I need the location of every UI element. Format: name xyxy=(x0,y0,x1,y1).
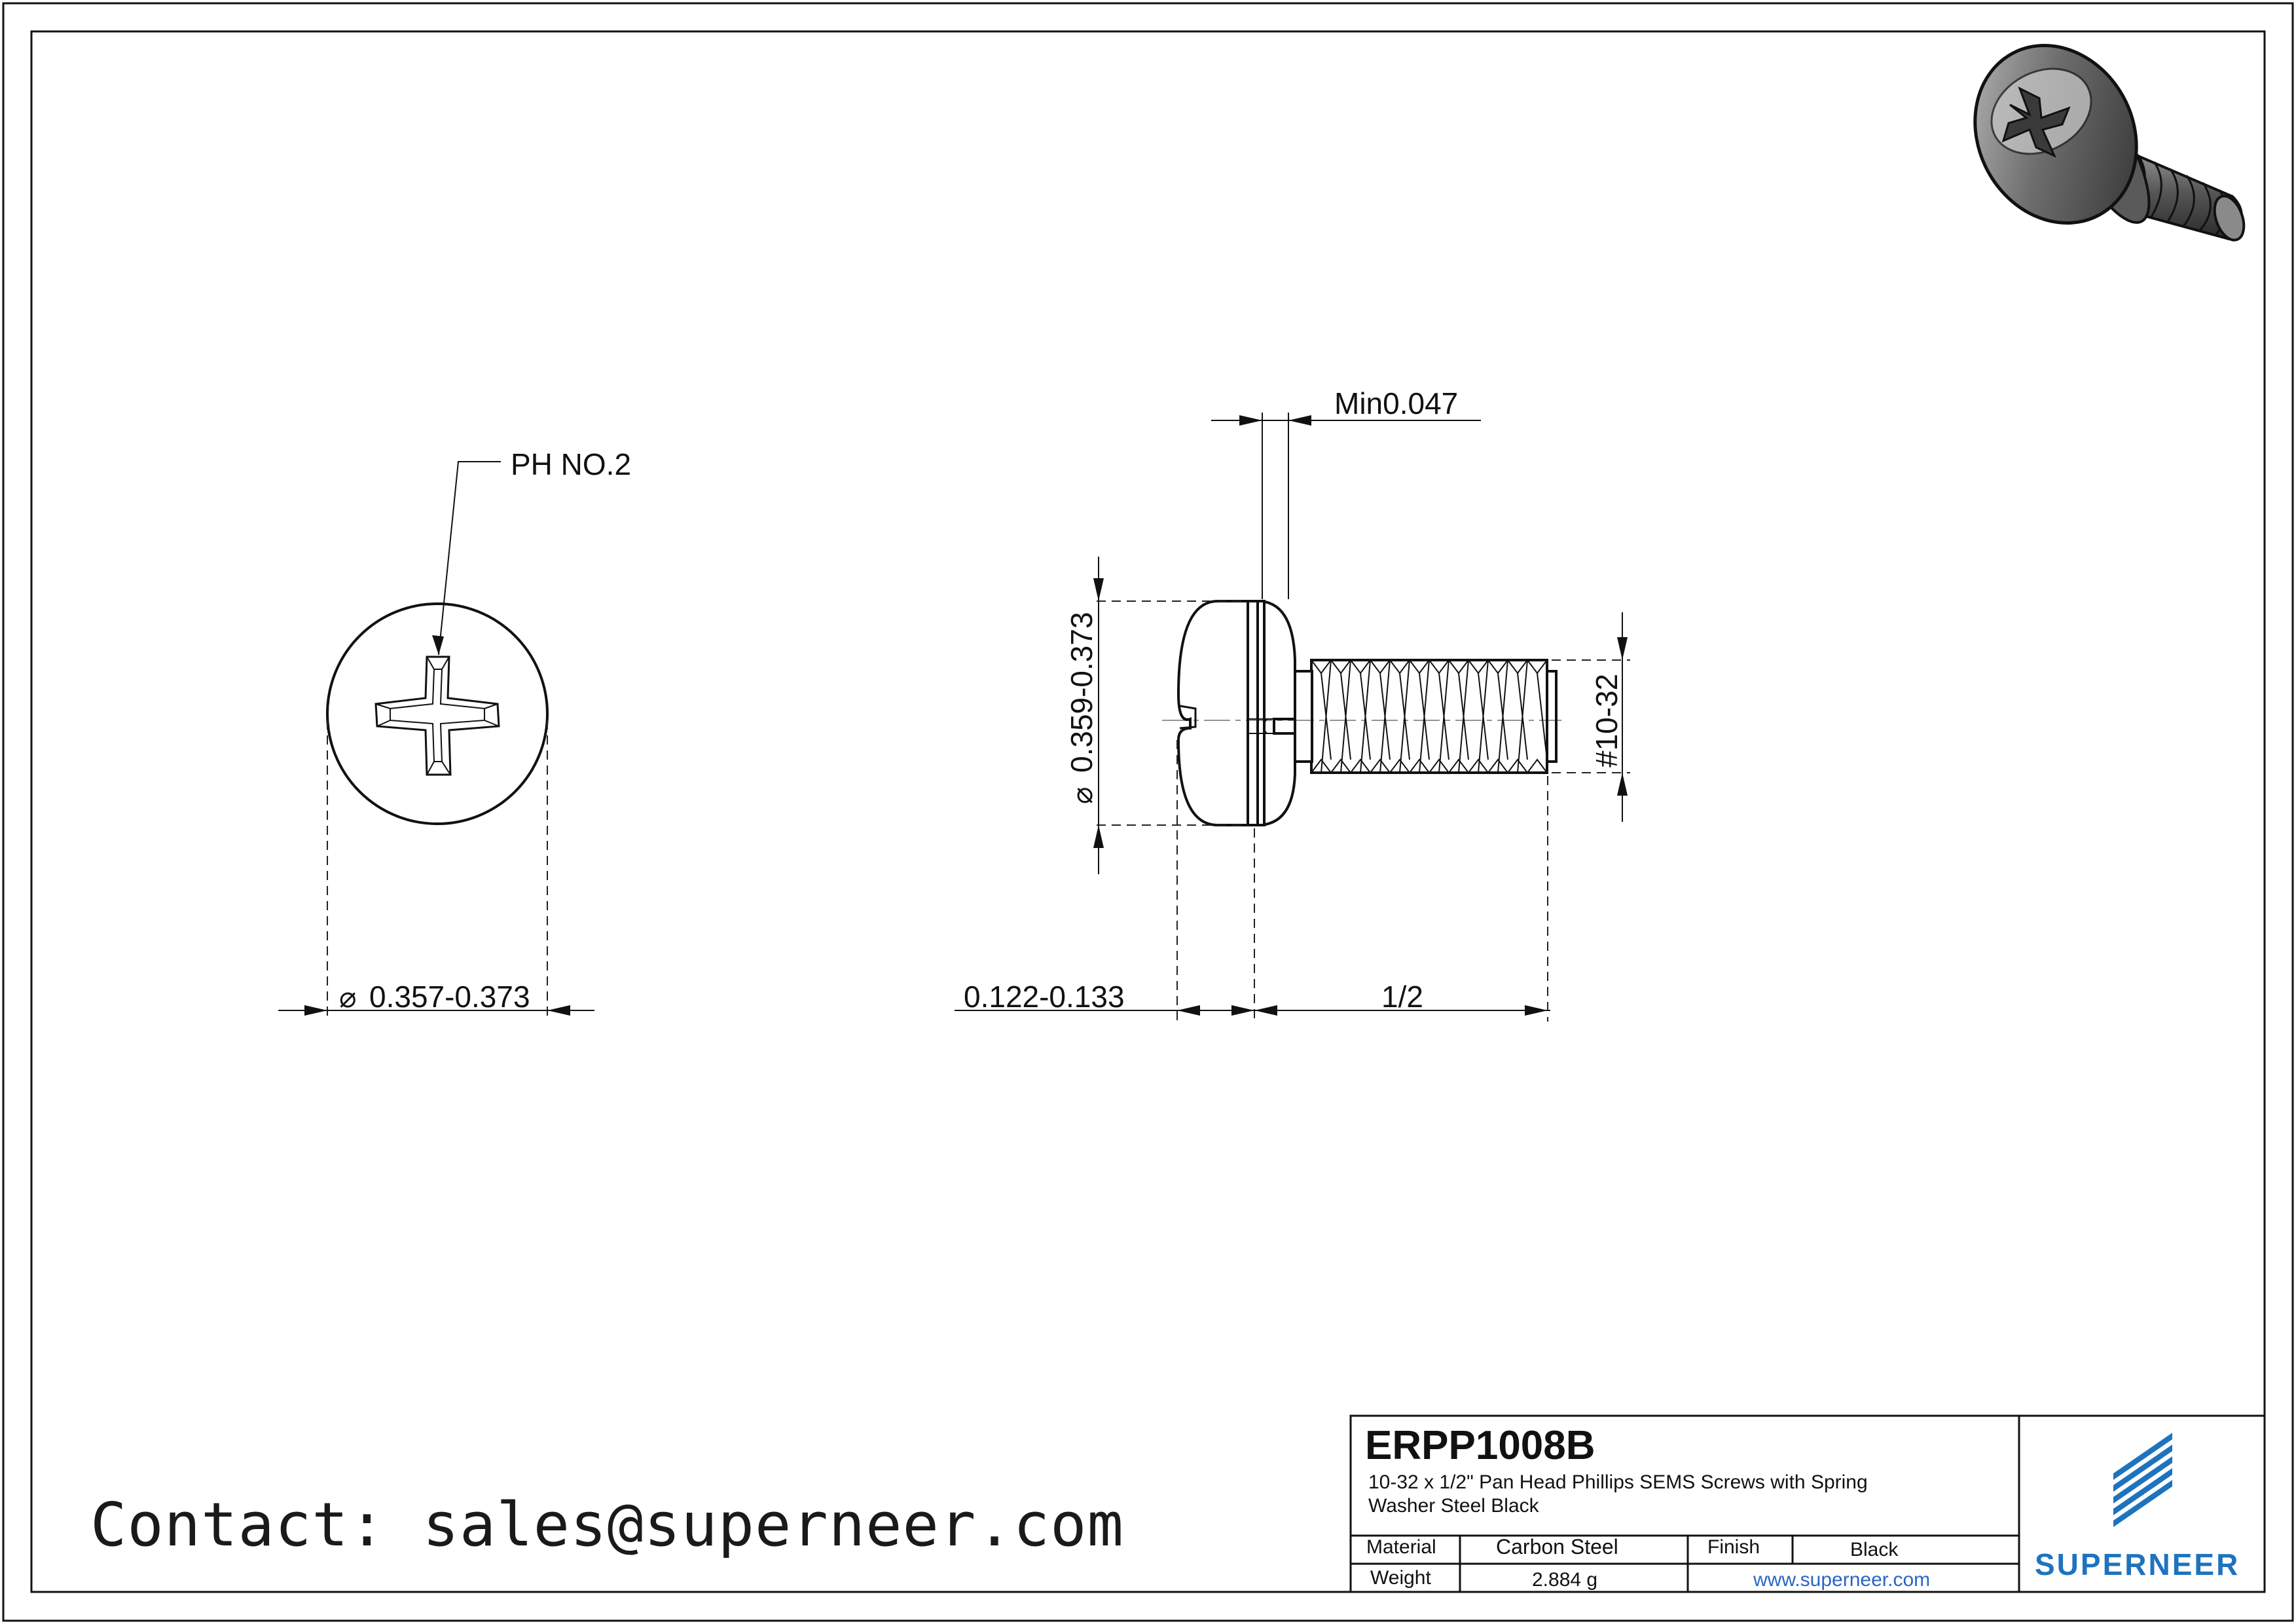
side-view: ⌀ 0.359-0.373 Min0.047 #10-32 0.122-0.13… xyxy=(955,386,1630,1022)
brand-name: SUPERNEER xyxy=(2035,1547,2240,1581)
part-number: ERPP1008B xyxy=(1365,1423,1595,1468)
finish-value: Black xyxy=(1850,1539,1899,1560)
contact-email[interactable]: Contact: sales@superneer.com xyxy=(90,1490,1124,1560)
washer-thickness-callout: Min0.047 xyxy=(1334,386,1458,420)
drawing-border xyxy=(30,30,2266,1593)
weight-label: Weight xyxy=(1370,1567,1431,1589)
superneer-logo-icon xyxy=(2113,1433,2172,1527)
finish-label: Finish xyxy=(1707,1536,1760,1558)
material-value: Carbon Steel xyxy=(1496,1535,1618,1559)
part-description: 10-32 x 1/2" Pan Head Phillips SEMS Scre… xyxy=(1368,1471,1868,1517)
head-diameter-symbol: ⌀ xyxy=(339,982,357,1014)
washer-diameter-callout: 0.359-0.373 xyxy=(1065,612,1099,773)
spring-washer xyxy=(1256,599,1296,827)
title-block xyxy=(1349,1414,2266,1593)
screw-3d-render-icon xyxy=(1973,44,2246,242)
drive-leader xyxy=(438,461,501,655)
drive-callout: PH NO.2 xyxy=(511,447,631,481)
washer-diameter-symbol: ⌀ xyxy=(1066,787,1099,805)
front-view: PH NO.2 ⌀ 0.357-0.373 xyxy=(278,447,631,1022)
head-height-callout: 0.122-0.133 xyxy=(964,980,1125,1014)
thread-callout: #10-32 xyxy=(1590,674,1624,767)
head-diameter-callout: 0.357-0.373 xyxy=(369,980,530,1014)
head-outline xyxy=(326,602,549,825)
length-callout: 1/2 xyxy=(1381,980,1423,1014)
weight-value: 2.884 g xyxy=(1532,1569,1598,1591)
website-link[interactable]: www.superneer.com xyxy=(1753,1569,1931,1591)
pan-head xyxy=(1176,600,1259,826)
material-label: Material xyxy=(1366,1536,1436,1558)
